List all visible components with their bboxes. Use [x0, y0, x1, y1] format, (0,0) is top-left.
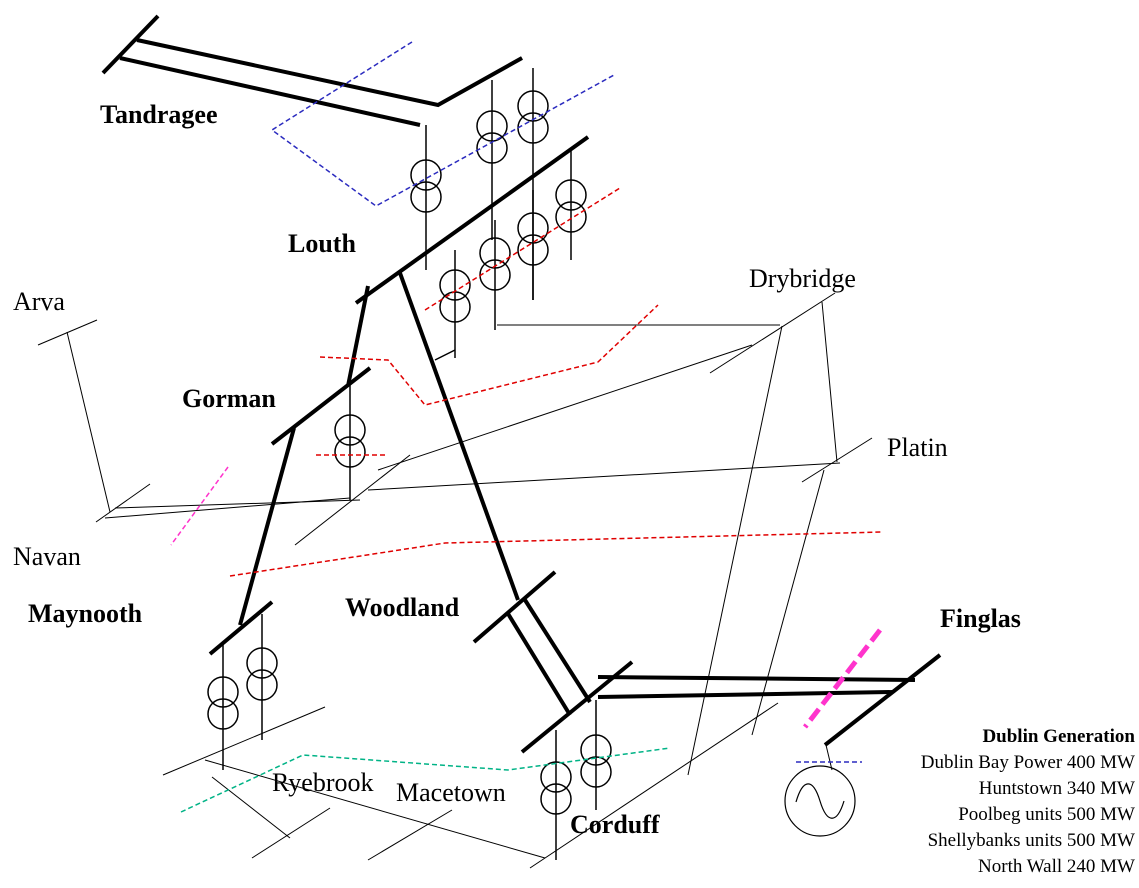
transformer-icon	[334, 414, 366, 446]
ryebrook-label: Ryebrook	[272, 768, 374, 797]
corduff-finglas-circuit-1	[597, 675, 916, 682]
transformer-icon	[410, 159, 442, 191]
blue-cut-line	[270, 41, 615, 207]
transformer-icon	[246, 669, 278, 701]
transformer-icon	[476, 110, 508, 142]
woodland-label: Woodland	[345, 593, 460, 622]
louth-busbar	[354, 135, 590, 305]
navan-line	[114, 499, 361, 509]
woodland-corduff-circuit-2	[523, 598, 592, 704]
lower-voltage-lines	[37, 292, 873, 869]
ryebrook-busbar	[251, 807, 331, 859]
transformer-icon	[517, 90, 549, 122]
maynooth-220-busbar	[162, 706, 326, 776]
drybridge-corduff-line	[687, 325, 783, 776]
louth-gorman-line	[346, 285, 370, 387]
corduff-label: Corduff	[570, 810, 660, 839]
macetown-busbar	[367, 809, 453, 861]
louth-label: Louth	[288, 229, 356, 258]
legend-item: Dublin Bay Power 400 MW	[921, 752, 1135, 773]
transformer-icon	[207, 676, 239, 708]
transformer-icon	[555, 201, 587, 233]
transformer-icon	[476, 132, 508, 164]
transformer-icon	[580, 734, 612, 766]
woodland-corduff-circuit-1	[505, 610, 572, 717]
platin-label: Platin	[887, 433, 948, 462]
finglas-label: Finglas	[940, 604, 1021, 633]
arva-navan-line	[66, 331, 111, 513]
legend-item: North Wall 240 MW	[978, 856, 1135, 877]
platin-busbar	[801, 437, 873, 483]
gorman-platin-line	[367, 462, 841, 491]
navan-busbar	[95, 483, 151, 523]
gorman-label: Gorman	[182, 384, 276, 413]
drybridge-busbar	[709, 292, 836, 374]
legend-item: Huntstown 340 MW	[979, 778, 1135, 799]
ryebrook-line	[211, 776, 291, 839]
magenta-cut-line	[170, 466, 229, 546]
transformer-icon	[555, 179, 587, 211]
louth-220-bus	[439, 57, 523, 106]
woodland-busbar	[472, 570, 557, 644]
cut-lines	[170, 41, 883, 813]
legend-item: Poolbeg units 500 MW	[958, 804, 1135, 825]
tandragee-louth-circuit-2	[119, 56, 421, 127]
navan-gorman-line	[104, 497, 351, 519]
transformer-icon	[410, 181, 442, 213]
gorman-maynooth-line	[238, 427, 296, 626]
transformer-icon	[334, 436, 366, 468]
generation-legend: Dublin Generation Dublin Bay Power 400 M…	[921, 726, 1136, 877]
finglas-busbar	[823, 653, 942, 747]
gorman-220-busbar	[294, 454, 411, 546]
generator-icon	[784, 765, 856, 837]
high-voltage-lines	[101, 14, 942, 754]
substation-labels: Tandragee Louth Arva Gorman Navan Maynoo…	[13, 100, 1021, 839]
maynooth-busbar	[208, 600, 274, 656]
gorman-drybridge-line	[377, 344, 753, 471]
red-cut-line-mid	[319, 304, 659, 406]
navan-label: Navan	[13, 542, 81, 571]
corduff-finglas-circuit-2	[597, 690, 894, 699]
macetown-label: Macetown	[396, 778, 506, 807]
louth-transformers	[410, 57, 587, 361]
transformer-icon	[207, 698, 239, 730]
magenta-cut-line-finglas	[803, 628, 882, 729]
tandragee-busbar	[101, 14, 160, 75]
legend-item: Shellybanks units 500 MW	[928, 830, 1135, 851]
transformer-icon	[540, 761, 572, 793]
arva-label: Arva	[13, 287, 65, 316]
transformer-icon	[580, 756, 612, 788]
red-cut-line-south	[229, 531, 883, 577]
corduff-220-busbar	[529, 702, 779, 869]
tandragee-louth-circuit-1	[136, 38, 523, 108]
maynooth-label: Maynooth	[28, 599, 143, 628]
other-transformers	[207, 380, 612, 860]
louth-lower-bus	[434, 349, 456, 361]
platin-finglas-line	[751, 469, 825, 736]
tandragee-label: Tandragee	[100, 100, 218, 129]
transformer-icon	[540, 783, 572, 815]
red-cut-line-louth	[424, 187, 621, 311]
louth-woodland-line	[398, 272, 520, 601]
finglas-gen-line	[825, 744, 833, 771]
gorman-busbar	[270, 366, 372, 446]
transformer-icon	[246, 647, 278, 679]
legend-title: Dublin Generation	[982, 726, 1135, 747]
teal-cut-line	[180, 747, 671, 813]
drybridge-platin-line	[821, 301, 838, 463]
drybridge-label: Drybridge	[749, 264, 856, 293]
maynooth-corduff-line	[204, 759, 546, 859]
